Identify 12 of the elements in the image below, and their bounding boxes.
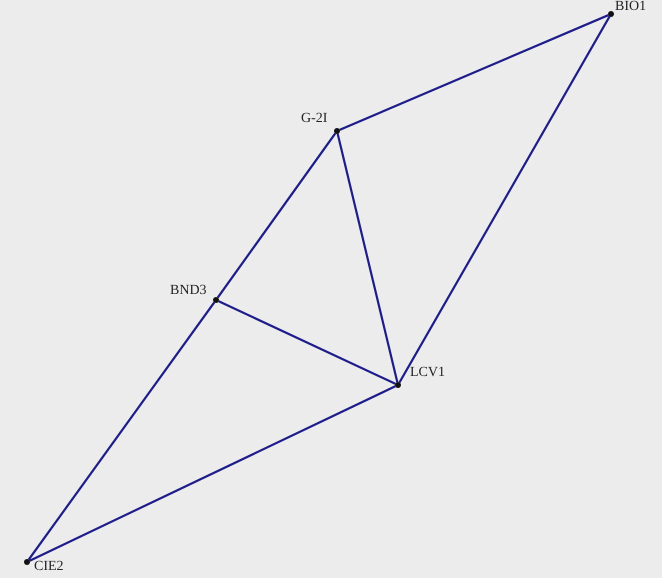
point-label: BIO1 — [615, 0, 646, 14]
point-label: CIE2 — [34, 559, 64, 574]
connector-line — [339, 14, 609, 131]
connector-line — [28, 302, 216, 560]
point-label: G-2I — [301, 111, 328, 126]
connector-line — [216, 132, 336, 298]
connector-line — [29, 385, 396, 562]
point-label: LCV1 — [410, 365, 445, 380]
point-label: BND3 — [170, 283, 207, 298]
connector-line — [336, 134, 398, 382]
connector-line — [218, 300, 396, 385]
connector-line — [398, 16, 610, 383]
